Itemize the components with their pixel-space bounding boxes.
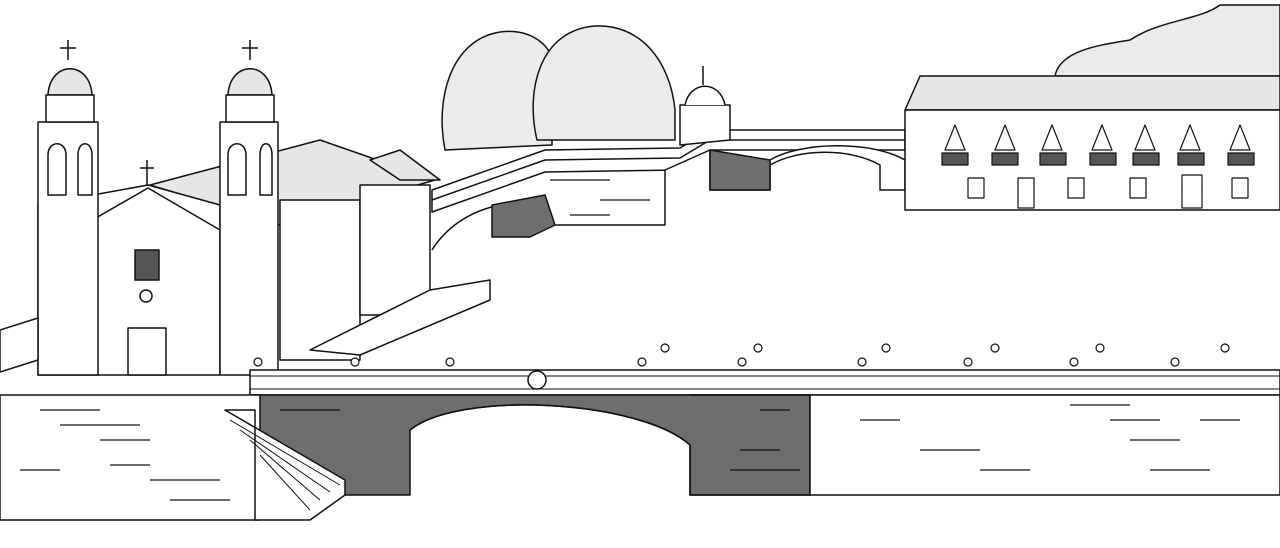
- stairs: [224, 409, 346, 521]
- church: [0, 40, 491, 376]
- tree-far-right: [1054, 4, 1280, 77]
- main-bridge: [0, 179, 1280, 521]
- upper-bridge: [431, 66, 906, 251]
- roof: [904, 75, 1280, 111]
- right-building: [904, 75, 1280, 211]
- tree-right: [532, 25, 676, 141]
- windows: [941, 124, 1255, 209]
- balusters: [253, 343, 1230, 367]
- trees: [441, 4, 1280, 151]
- stone-lines: [20, 179, 1240, 501]
